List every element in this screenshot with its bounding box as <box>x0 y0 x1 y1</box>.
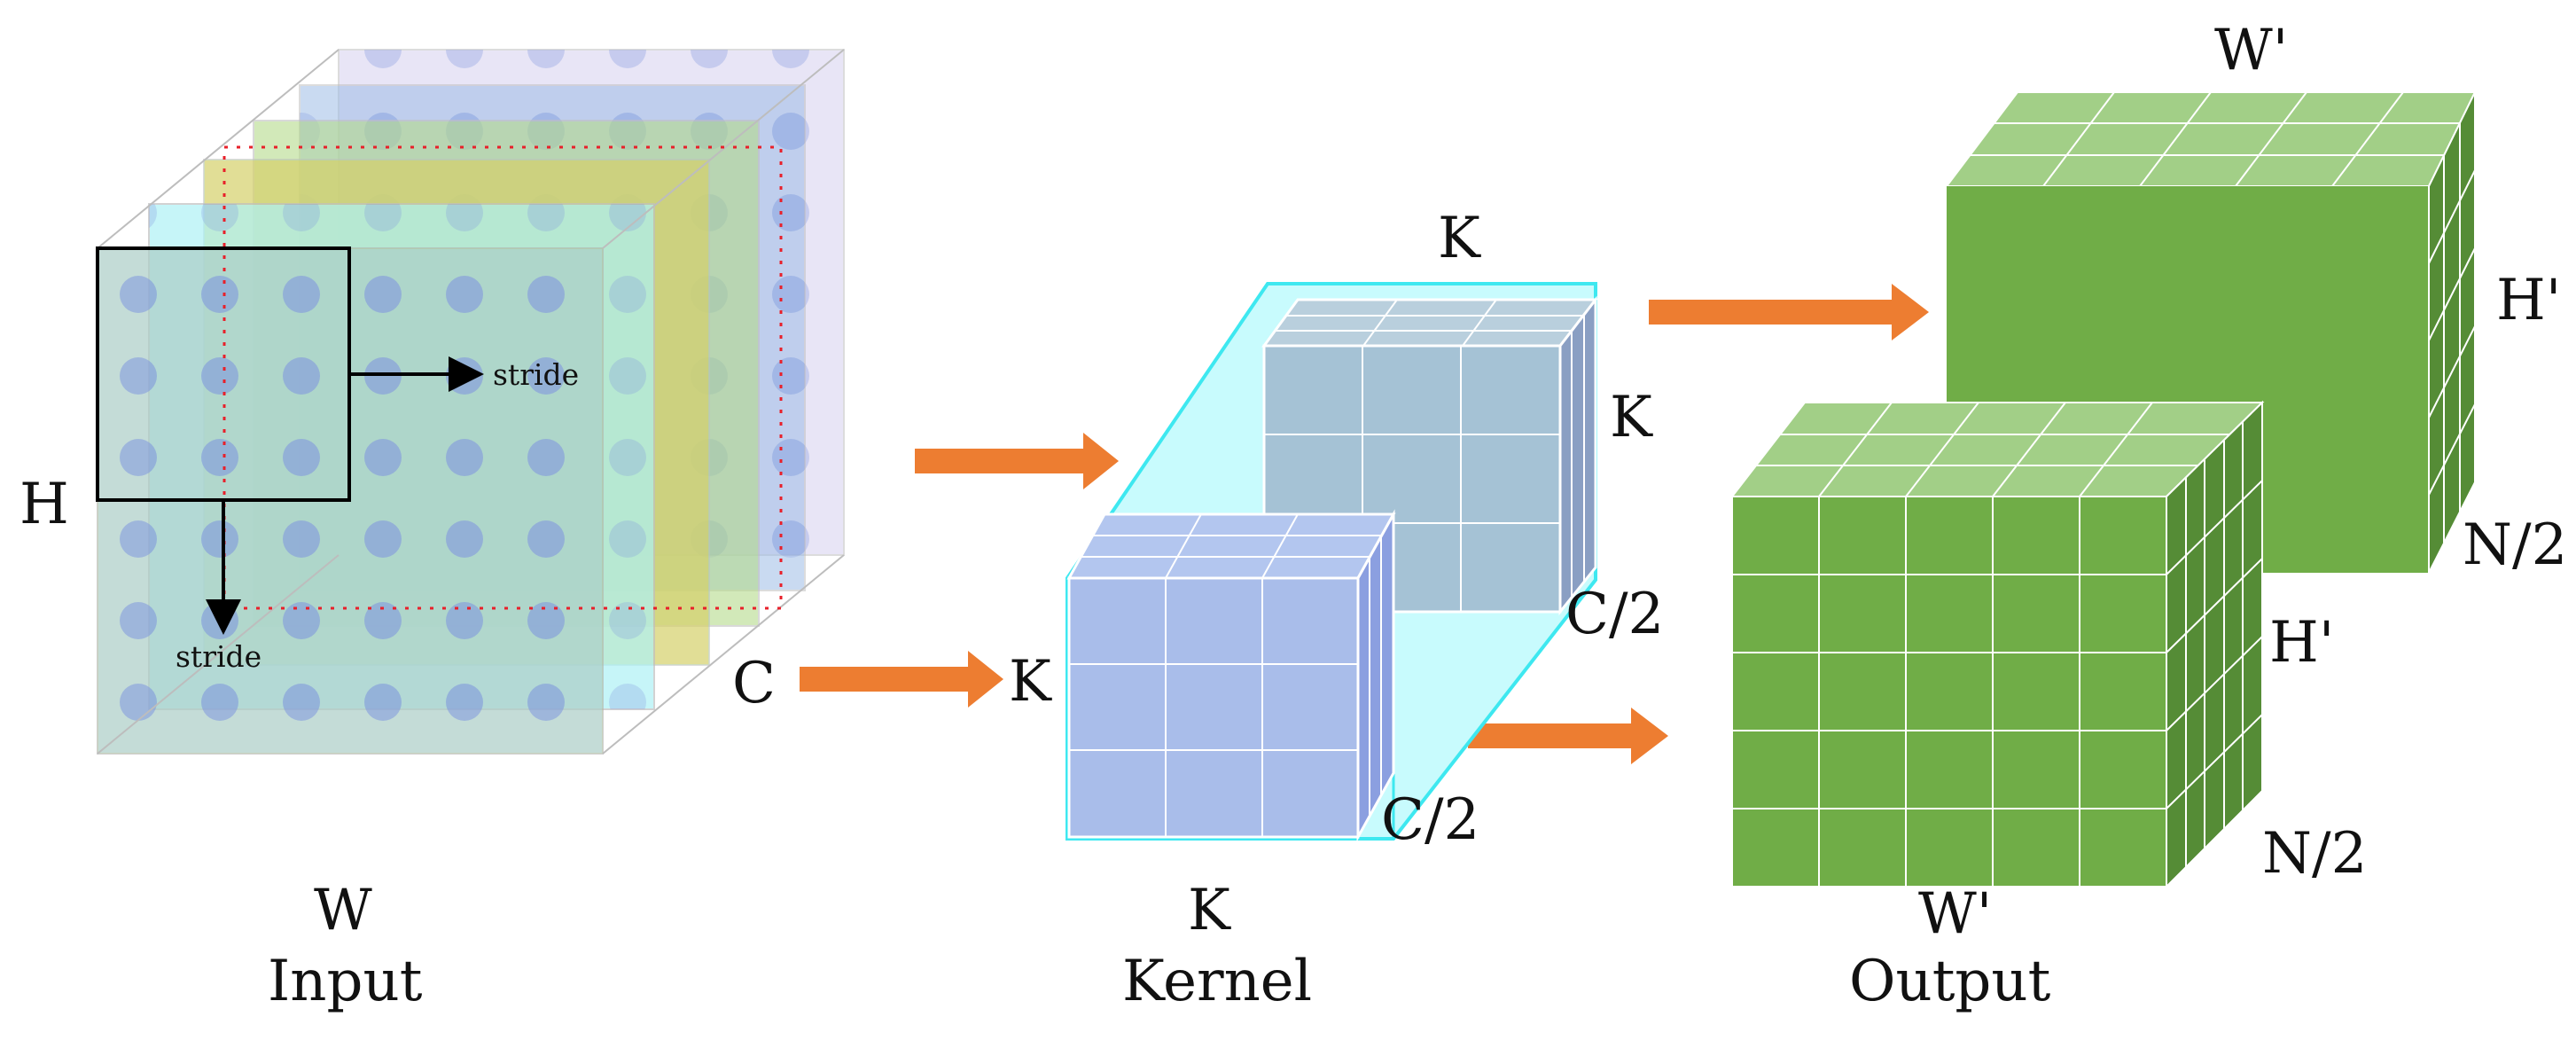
kernel-top-k-label: K <box>1438 206 1481 271</box>
input-stack: stride stride H C W Input <box>20 49 845 1014</box>
kernel-c-top-label: C/2 <box>1565 582 1664 647</box>
kernel-title: Kernel <box>1122 949 1312 1014</box>
kernel-front-k-label: K <box>1009 649 1052 715</box>
kernel-group: K K C/2 K C/2 K Kernel <box>1009 206 1664 1014</box>
arrow-to-output-top <box>1649 284 1929 340</box>
out-bottom-n-label: N/2 <box>2262 821 2367 887</box>
input-depth-edges <box>97 49 845 755</box>
output-cube-bottom: H' N/2 W' Output <box>1729 400 2367 1014</box>
out-top-h-label: H' <box>2496 268 2561 333</box>
stride-label-vertical: stride <box>176 639 262 674</box>
input-height-label: H <box>20 472 69 537</box>
kernel-bottom-k-label: K <box>1188 878 1231 943</box>
arrow-to-kernel-bottom <box>800 651 1003 708</box>
input-title: Input <box>268 949 423 1014</box>
flow-arrows <box>800 284 1929 764</box>
kernel-cube-front <box>1066 509 1396 842</box>
input-channel-label: C <box>732 651 776 716</box>
stride-label-horizontal: stride <box>493 357 579 392</box>
output-title: Output <box>1849 949 2051 1014</box>
kernel-c-bottom-label: C/2 <box>1381 787 1479 853</box>
out-bottom-w-label: W' <box>1918 881 1992 947</box>
out-top-w-label: W' <box>2214 18 2288 83</box>
arrow-to-output-bottom <box>1468 708 1668 764</box>
input-width-label: W <box>314 878 372 943</box>
arrow-to-kernel-top <box>915 433 1119 489</box>
kernel-side-k-label: K <box>1610 385 1653 450</box>
out-bottom-h-label: H' <box>2269 610 2334 676</box>
out-top-n-label: N/2 <box>2463 512 2567 578</box>
